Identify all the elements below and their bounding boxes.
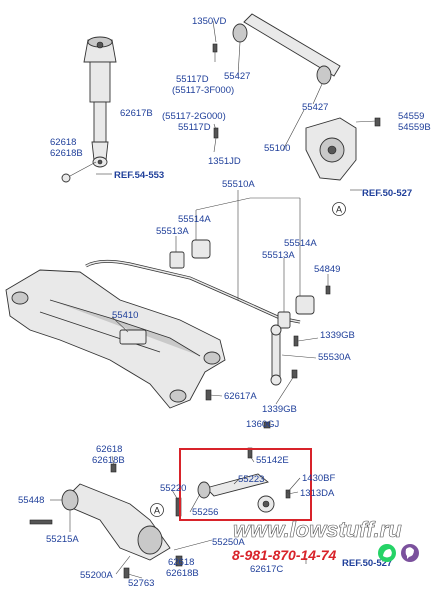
label-1351jd: 1351JD bbox=[208, 156, 241, 167]
stabilizer-bar bbox=[85, 239, 331, 386]
label-55513a-a: 55513A bbox=[156, 226, 189, 237]
label-54559b: 54559B bbox=[398, 122, 431, 133]
shock-absorber bbox=[61, 36, 117, 183]
label-55117-2g000: (55117-2G000) bbox=[162, 111, 226, 122]
lower-control-arm bbox=[29, 463, 183, 579]
label-1339gb-a: 1339GB bbox=[320, 330, 355, 341]
label-62618-b: 62618 bbox=[96, 444, 122, 455]
label-54849: 54849 bbox=[314, 264, 340, 275]
label-55117-3f000: (55117-3F000) bbox=[172, 85, 234, 96]
ref-54-553: REF.54-553 bbox=[114, 170, 164, 181]
label-55530a: 55530A bbox=[318, 352, 351, 363]
label-55510a: 55510A bbox=[222, 179, 255, 190]
label-55223: 55223 bbox=[238, 474, 264, 485]
label-55514a-a: 55514A bbox=[178, 214, 211, 225]
label-55256: 55256 bbox=[192, 507, 218, 518]
label-62618-a: 62618 bbox=[50, 137, 76, 148]
rear-subframe bbox=[5, 269, 271, 429]
label-62617b: 62617B bbox=[120, 108, 153, 119]
label-1430bf: 1430BF bbox=[302, 473, 335, 484]
ref-labels: REF.54-553 REF.50-527 REF.50-527 bbox=[96, 170, 412, 569]
label-62617c: 62617C bbox=[250, 564, 283, 575]
label-62618b-a: 62618B bbox=[50, 148, 83, 159]
view-markers: A A bbox=[150, 202, 346, 517]
leader-lines bbox=[50, 20, 377, 579]
label-55410: 55410 bbox=[112, 310, 138, 321]
watermark: www.lowstuff.ru 8-981-870-14-74 bbox=[232, 517, 419, 563]
whatsapp-icon bbox=[378, 544, 396, 562]
label-55514a-b: 55514A bbox=[284, 238, 317, 249]
label-55220: 55220 bbox=[160, 483, 186, 494]
assist-link bbox=[197, 447, 291, 513]
label-55513a-b: 55513A bbox=[262, 250, 295, 261]
marker-a-2: A bbox=[154, 506, 160, 516]
label-62618-c: 62618 bbox=[168, 557, 194, 568]
label-52763: 52763 bbox=[128, 578, 154, 589]
label-1339gb-b: 1339GB bbox=[262, 404, 297, 415]
label-55117d-a: 55117D bbox=[176, 74, 209, 85]
label-1360gj: 1360GJ bbox=[246, 419, 280, 430]
label-62618b-b: 62618B bbox=[92, 455, 125, 466]
label-55200a: 55200A bbox=[80, 570, 113, 581]
label-54559: 54559 bbox=[398, 111, 424, 122]
marker-a-1: A bbox=[336, 205, 342, 215]
watermark-site: www.lowstuff.ru bbox=[233, 517, 402, 542]
label-55215a: 55215A bbox=[46, 534, 79, 545]
label-55427-a: 55427 bbox=[224, 71, 250, 82]
upper-control-arm bbox=[212, 13, 381, 181]
ref-50-527-b: REF.50-527 bbox=[342, 558, 392, 569]
label-1313da: 1313DA bbox=[300, 488, 335, 499]
ref-50-527-a: REF.50-527 bbox=[362, 188, 412, 199]
label-55448: 55448 bbox=[18, 495, 44, 506]
label-62617a: 62617A bbox=[224, 391, 257, 402]
label-55427-b: 55427 bbox=[302, 102, 328, 113]
highlight-box bbox=[179, 448, 312, 521]
watermark-phone: 8-981-870-14-74 bbox=[232, 547, 337, 563]
label-55100: 55100 bbox=[264, 143, 290, 154]
label-1350vd: 1350VD bbox=[192, 16, 226, 27]
label-55142e: 55142E bbox=[256, 455, 289, 466]
viber-icon bbox=[401, 544, 419, 562]
label-55250a: 55250A bbox=[212, 537, 245, 548]
part-labels: 1350VD 55117D (55117-3F000) 55427 55427 … bbox=[18, 16, 431, 589]
label-55117d-b: 55117D bbox=[178, 122, 211, 133]
label-62618b-c: 62618B bbox=[166, 568, 199, 579]
